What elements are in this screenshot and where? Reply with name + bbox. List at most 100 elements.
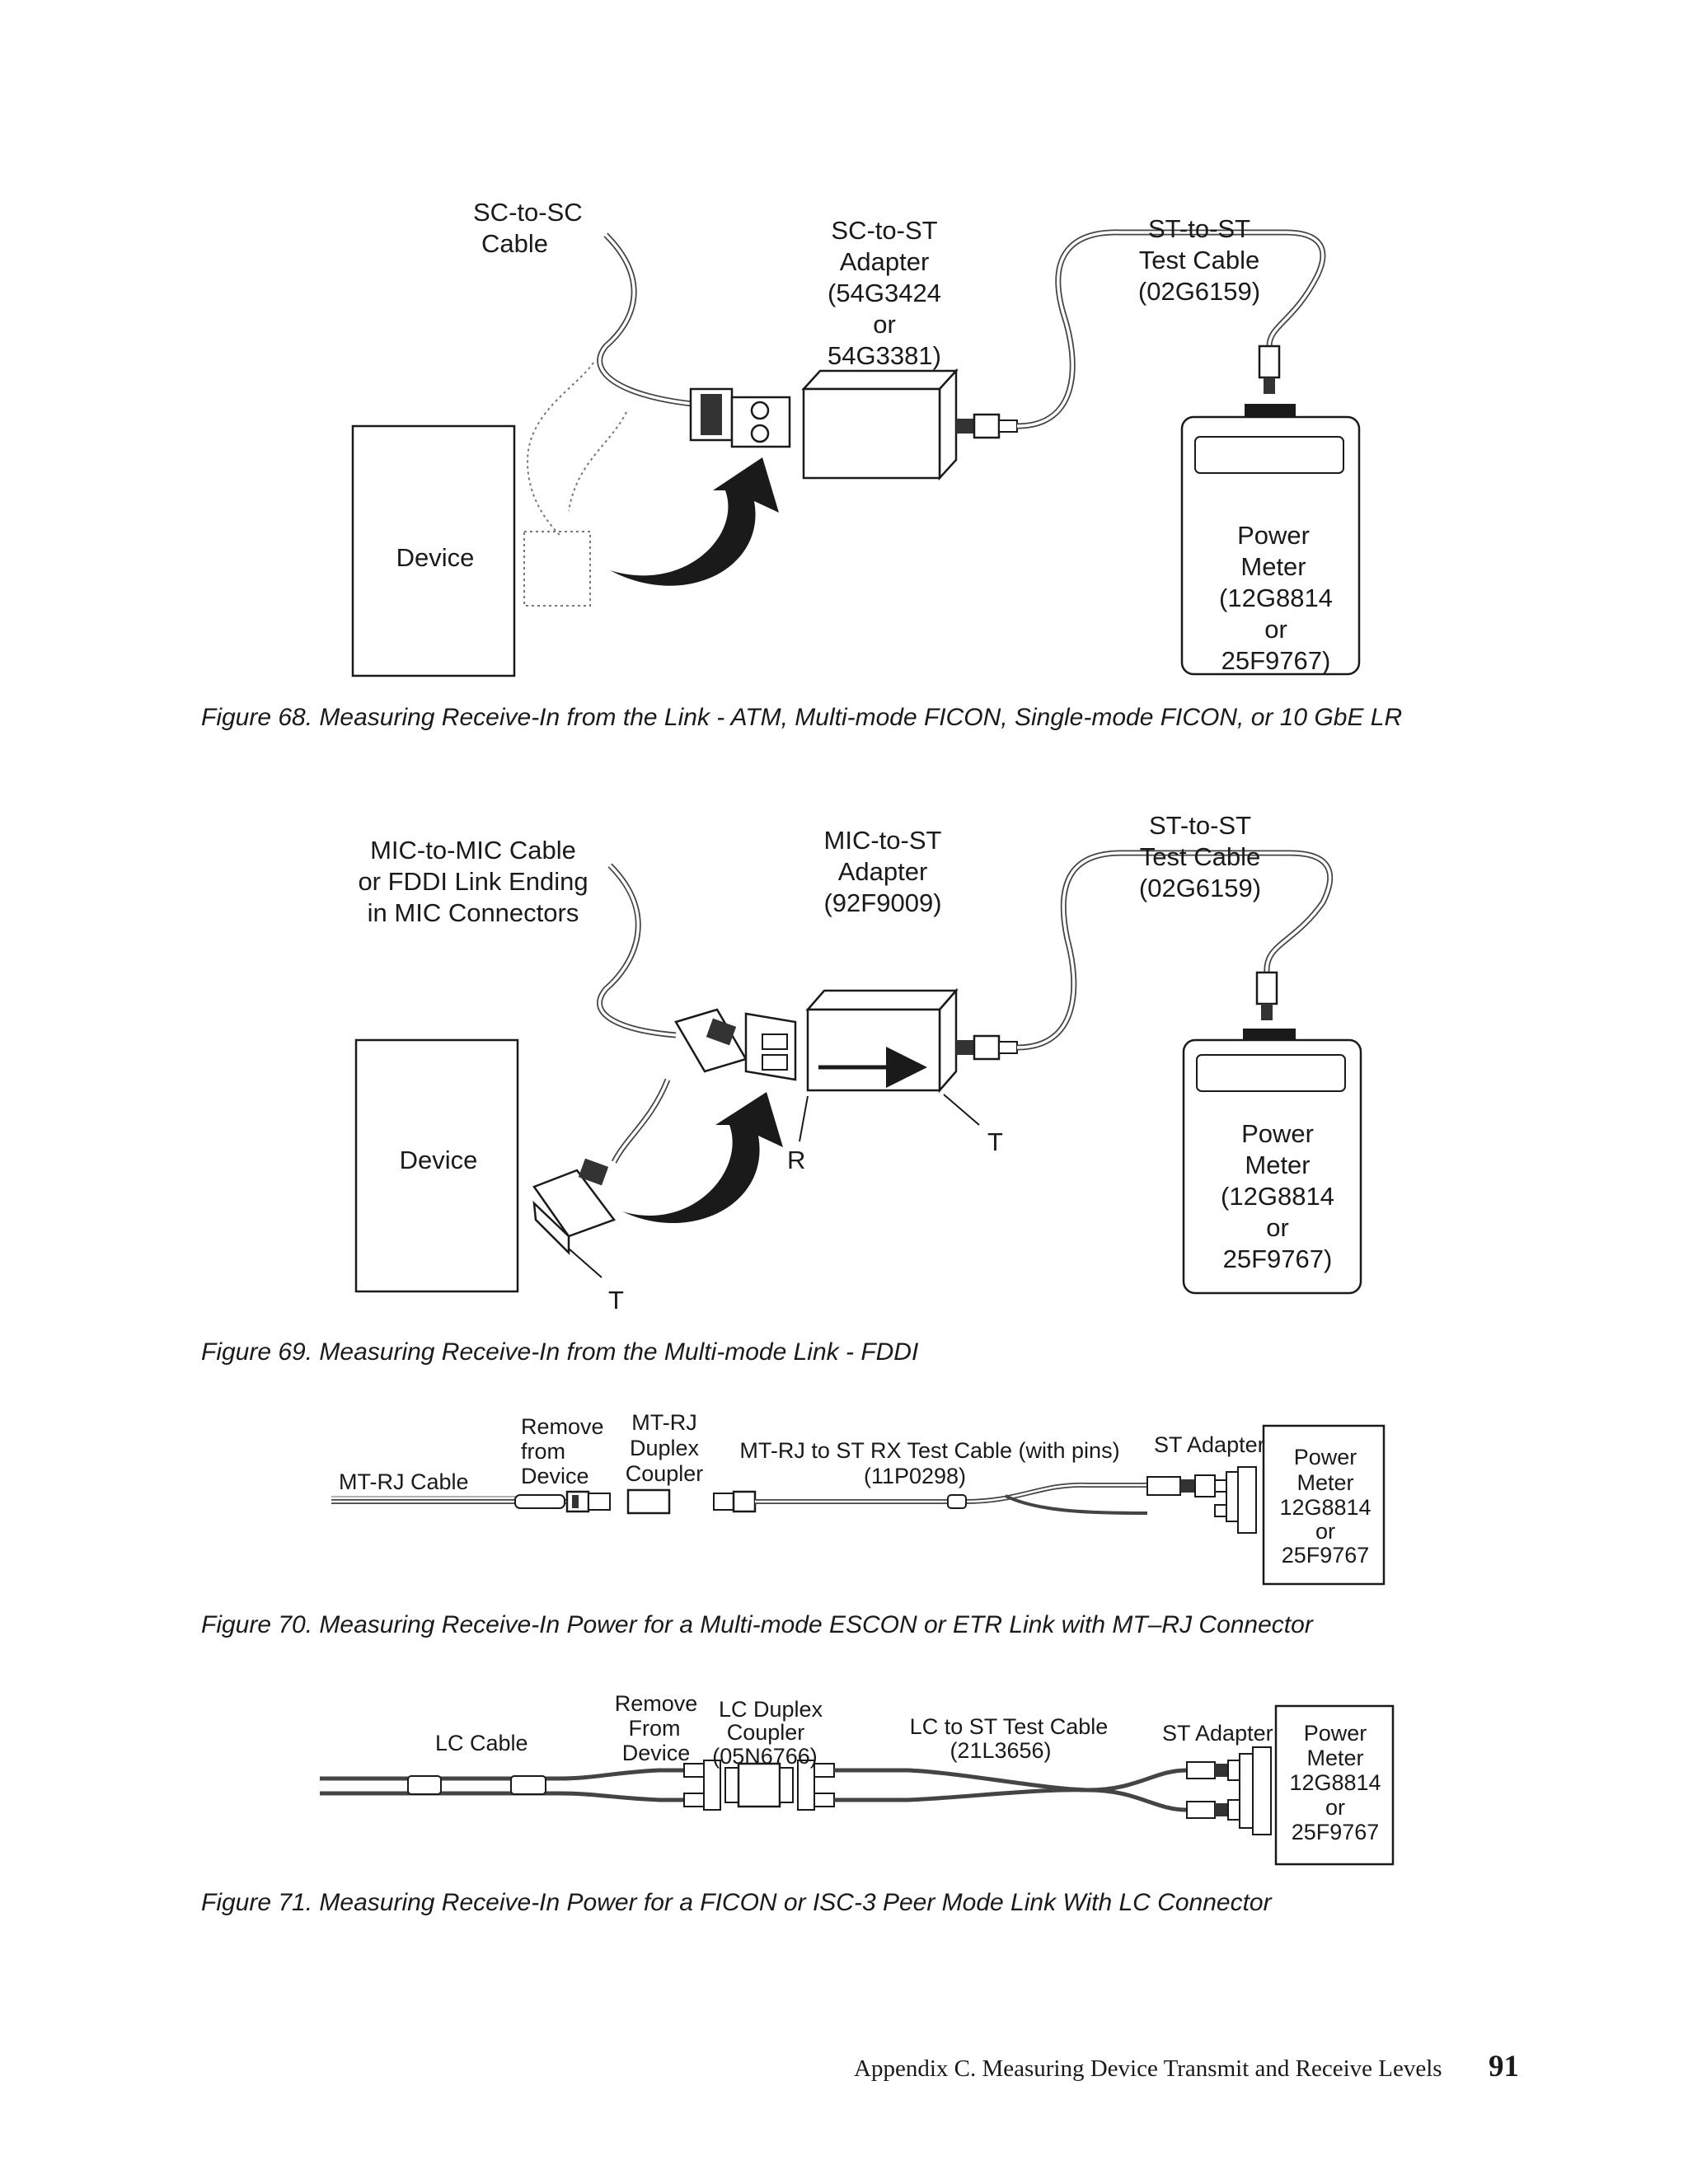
fig68-insert-arrow [610,457,779,586]
fig71-coupler [724,1762,794,1808]
fig68-ghost-connector [523,531,591,607]
fig69-r-leader [799,1095,809,1142]
svg-text:ST-to-ST: ST-to-ST [1149,811,1251,840]
svg-text:Duplex: Duplex [630,1436,700,1460]
svg-text:Power: Power [1241,1119,1314,1148]
svg-text:SC-to-ST: SC-to-ST [831,216,937,245]
fig68-meter-connector [1245,344,1296,417]
svg-text:Meter: Meter [1296,1470,1353,1495]
svg-text:or FDDI Link Ending: or FDDI Link Ending [358,867,588,896]
svg-text:25F9767): 25F9767) [1221,646,1331,675]
fig68-test-cable-label: ST-to-ST Test Cable (02G6159) [1138,214,1260,306]
svg-text:Meter: Meter [1240,552,1306,581]
fig69-device-box [354,1038,519,1293]
fig68-st-connector [956,413,1018,439]
svg-text:or: or [873,310,896,339]
fig69-device-label: Device [400,1146,478,1174]
svg-text:ST-to-ST: ST-to-ST [1148,214,1250,243]
fig69-label-t1: T [608,1286,624,1315]
fig71-lc-plugs-left [683,1760,721,1811]
svg-text:Device: Device [521,1464,589,1488]
fig71-remove-label: Remove From Device [615,1691,698,1765]
svg-text:LC to ST Test Cable: LC to ST Test Cable [910,1714,1109,1739]
page-number: 91 [1489,2050,1519,2083]
figure-71: Power Meter 12G8814 or 25F9767 LC Cable … [320,1691,1395,1866]
fig71-lc-cable-label: LC Cable [435,1731,528,1755]
fig71-coupler-label: LC Duplex Coupler (05N6766) [712,1697,823,1769]
svg-text:Meter: Meter [1245,1151,1310,1179]
svg-text:25F9767: 25F9767 [1282,1543,1370,1568]
svg-text:(02G6159): (02G6159) [1138,277,1260,306]
fig68-meter-label: Power Meter (12G8814 or 25F9767) [1219,521,1333,675]
figure-69-caption: Figure 69. Measuring Receive-In from the… [201,1338,919,1366]
svg-text:SC-to-SC: SC-to-SC [473,198,583,227]
svg-text:(02G6159): (02G6159) [1139,874,1261,902]
fig68-sc-cable [597,232,693,407]
fig69-power-meter [1182,1038,1362,1295]
svg-text:25F9767: 25F9767 [1292,1820,1380,1844]
fig70-meter-label: Power Meter 12G8814 or 25F9767 [1279,1445,1371,1568]
svg-text:12G8814: 12G8814 [1279,1495,1371,1520]
fig69-adapter-box [805,987,959,1094]
svg-text:(54G3424: (54G3424 [828,279,941,307]
fig70-remove-label: Remove from Device [521,1414,604,1488]
fig70-test-cable-plug [713,1490,757,1513]
svg-text:Coupler: Coupler [626,1461,704,1486]
svg-text:Test Cable: Test Cable [1139,246,1259,274]
svg-text:(05N6766): (05N6766) [712,1744,818,1769]
svg-text:MIC-to-ST: MIC-to-ST [824,826,942,855]
fig70-mtrj-plug [565,1490,611,1513]
fig68-sc-cable-label: SC-to-SC Cable [473,198,583,258]
fig71-st-adapter-label: ST Adapter [1162,1721,1273,1746]
svg-text:in MIC Connectors: in MIC Connectors [368,898,579,927]
svg-text:Device: Device [622,1741,691,1765]
figure-70-caption: Figure 70. Measuring Receive-In Power fo… [201,1611,1313,1638]
figure-68: Device [351,198,1361,677]
svg-text:(11P0298): (11P0298) [864,1464,966,1488]
page-footer: Appendix C. Measuring Device Transmit an… [854,2055,1442,2082]
fig69-st-connector [956,1034,1018,1061]
fig69-meter-label: Power Meter (12G8814 or 25F9767) [1221,1119,1334,1273]
svg-text:Remove: Remove [615,1691,698,1716]
svg-text:Adapter: Adapter [838,857,928,886]
fig69-mic-connector-bottom [532,1158,617,1256]
svg-text:Test Cable: Test Cable [1140,842,1260,871]
svg-text:or: or [1266,1213,1289,1242]
fig68-device-box [351,424,516,677]
fig69-t1-leader [568,1248,603,1278]
svg-text:Coupler: Coupler [727,1720,805,1745]
svg-text:Adapter: Adapter [840,247,930,276]
fig71-meter-label: Power Meter 12G8814 or 25F9767 [1289,1721,1381,1844]
fig69-mic-connector-top [674,1008,797,1081]
svg-text:or: or [1315,1519,1335,1544]
svg-text:54G3381): 54G3381) [828,341,941,370]
fig70-mtrj-cable-label: MT-RJ Cable [339,1469,469,1494]
figure-70: Power Meter 12G8814 or 25F9767 MT-RJ Cab… [331,1410,1386,1586]
svg-text:or: or [1325,1795,1345,1820]
fig70-test-cable-label: MT-RJ to ST RX Test Cable (with pins) (1… [739,1438,1119,1488]
svg-text:(92F9009): (92F9009) [823,888,941,917]
fig70-coupler [626,1488,671,1515]
svg-text:Power: Power [1294,1445,1357,1469]
fig69-test-cable-label: ST-to-ST Test Cable (02G6159) [1139,811,1261,902]
fig69-label-r: R [787,1146,805,1174]
fig71-power-meter [1274,1704,1395,1866]
fig71-st-connectors [1186,1746,1272,1835]
svg-text:LC Duplex: LC Duplex [719,1697,823,1722]
fig70-coupler-label: MT-RJ Duplex Coupler [626,1410,704,1486]
fig68-power-meter [1180,415,1361,676]
fig71-lc-plugs-right [797,1760,835,1811]
svg-text:MT-RJ: MT-RJ [631,1410,696,1435]
fig69-mic-cable [597,863,677,1038]
svg-text:Power: Power [1304,1721,1367,1746]
fig68-adapter-label: SC-to-ST Adapter (54G3424 or 54G3381) [828,216,941,370]
fig71-test-cable [834,1768,1188,1793]
fig68-device-label: Device [396,543,475,572]
fig69-label-t2: T [987,1127,1003,1156]
svg-text:Remove: Remove [521,1414,604,1439]
fig70-power-meter [1262,1424,1386,1586]
svg-text:12G8814: 12G8814 [1289,1770,1381,1795]
svg-text:(12G8814: (12G8814 [1221,1182,1334,1211]
fig69-meter-display [1196,1054,1346,1092]
